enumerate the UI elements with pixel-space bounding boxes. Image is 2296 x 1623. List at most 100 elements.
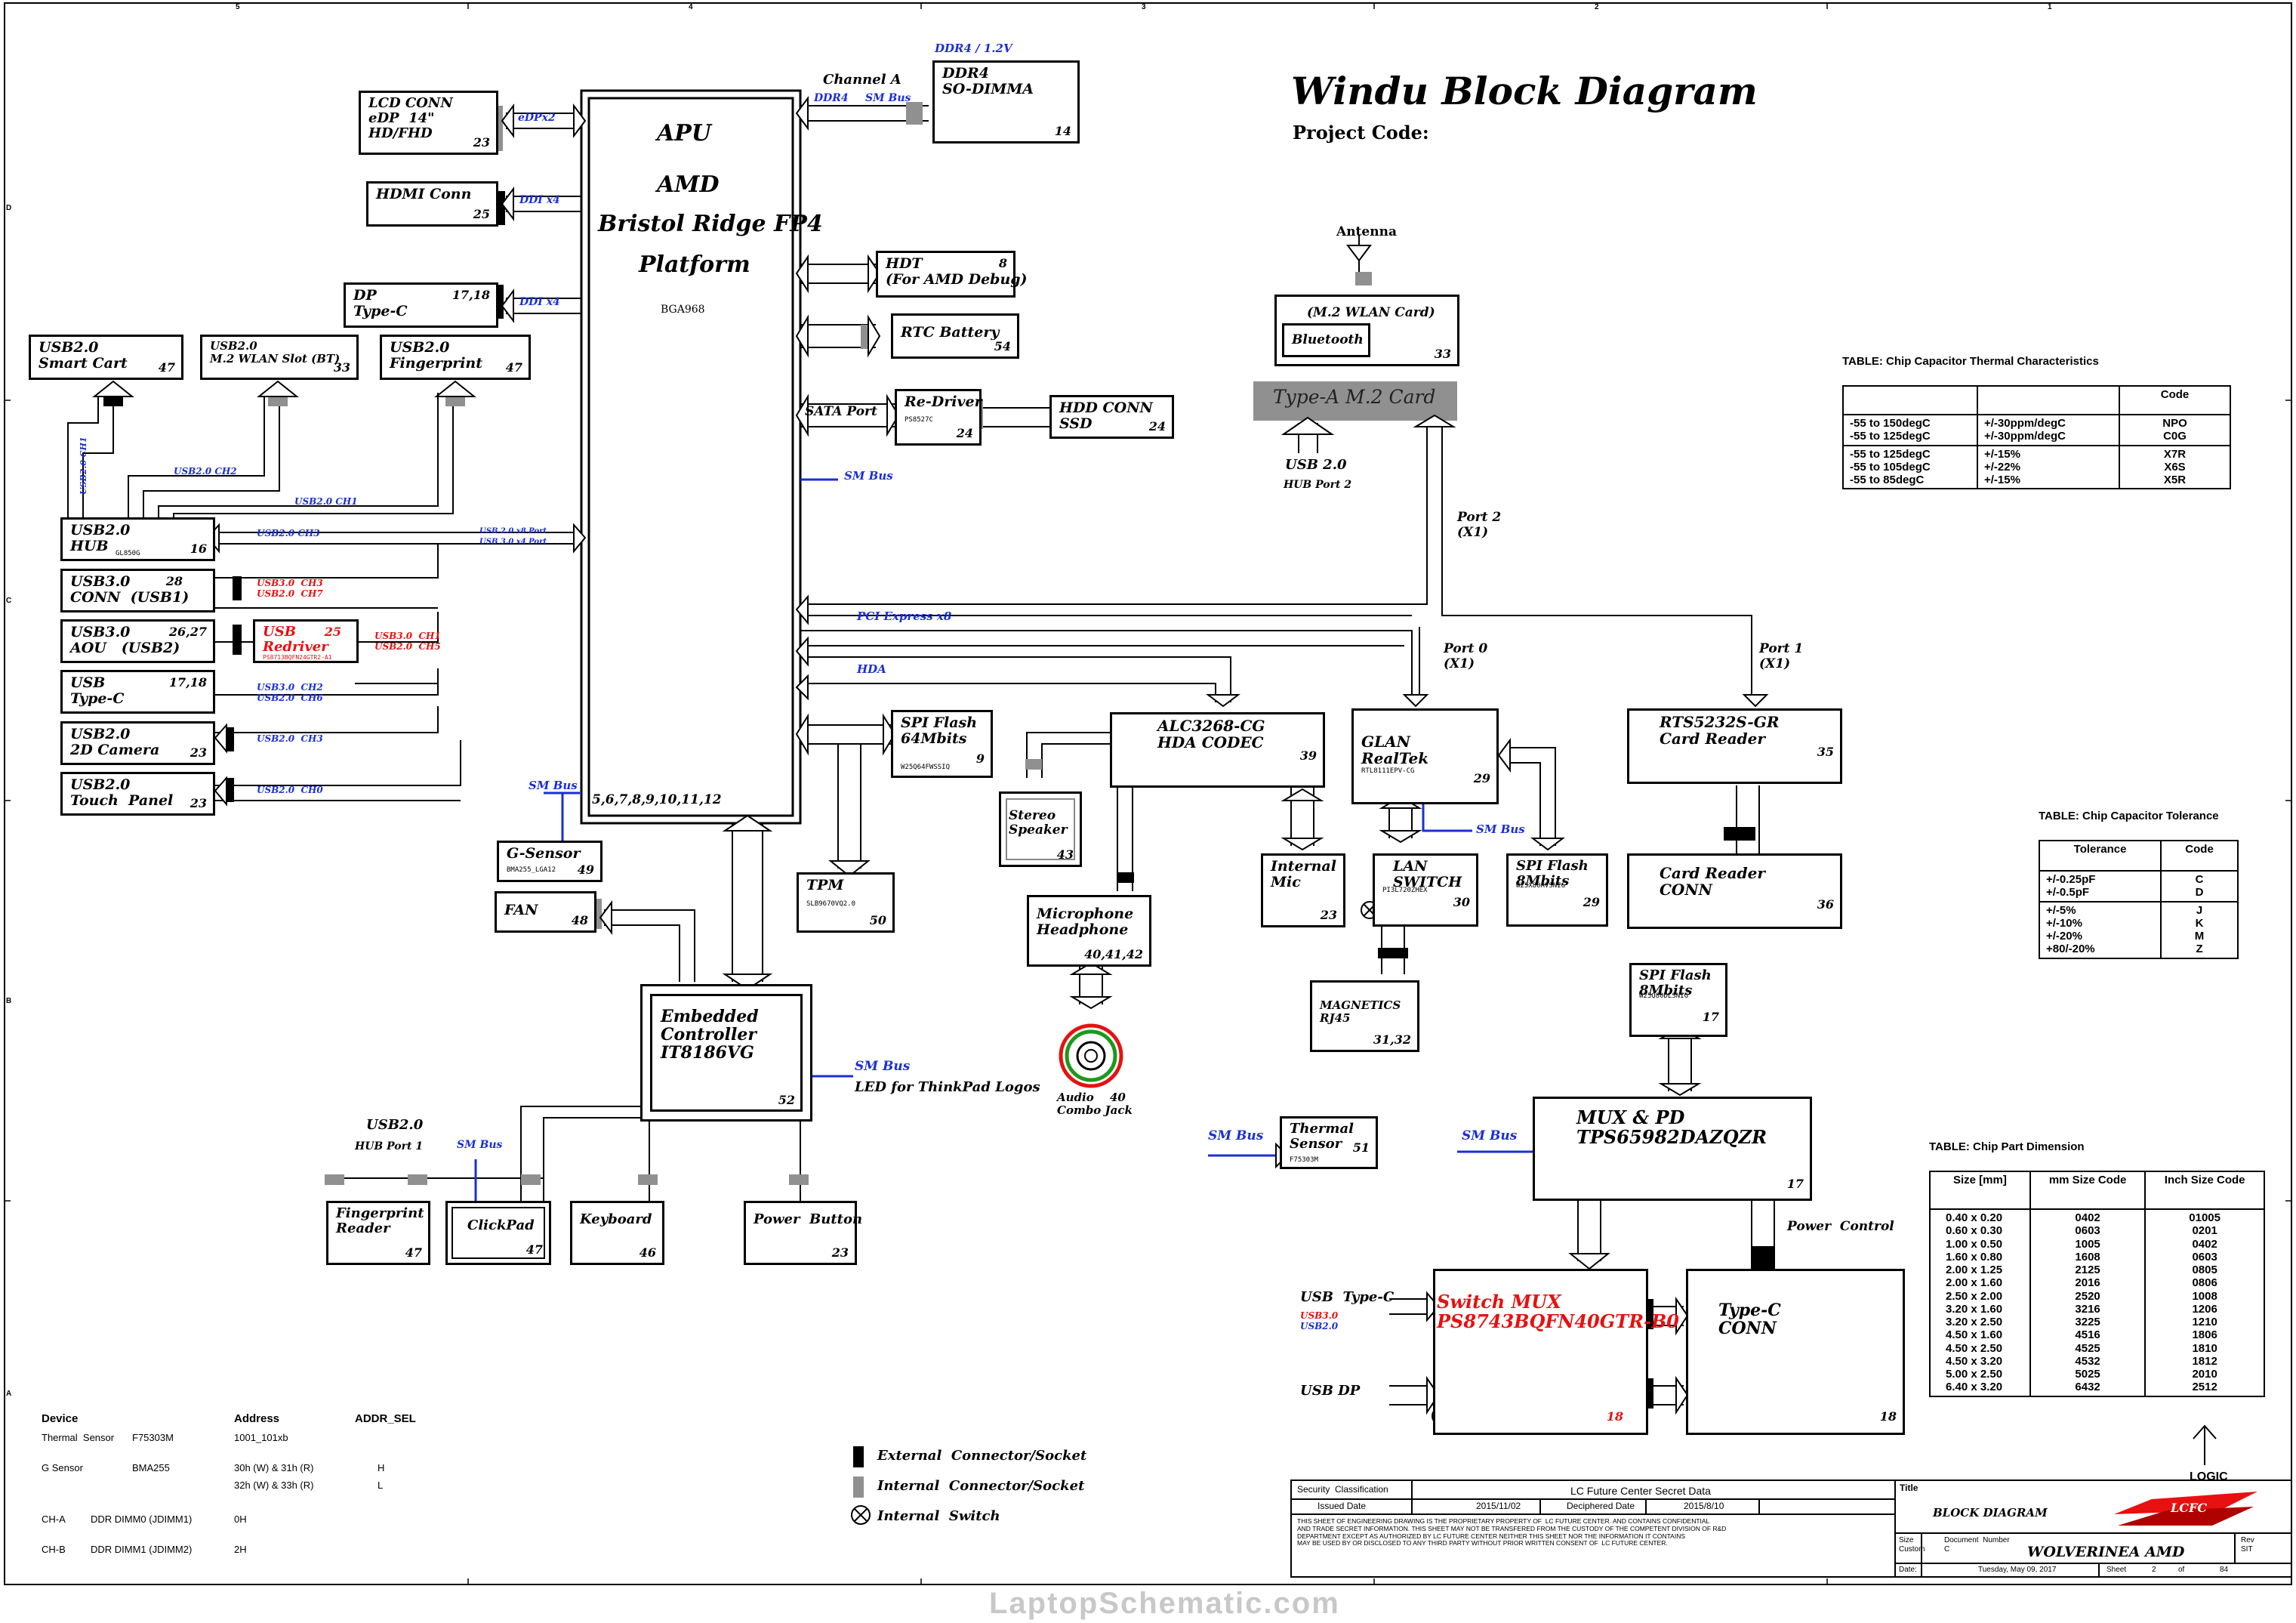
- legend-marks: [851, 1446, 871, 1525]
- redriver-part: PS8527C: [905, 416, 933, 424]
- redriver-box[interactable]: Re-Driver PS8527C 24: [895, 389, 982, 446]
- ec-box[interactable]: Embedded Controller IT8186VG 52: [640, 984, 812, 1122]
- hdmi-conn-name: HDMI Conn: [376, 186, 472, 202]
- logic-arrow-icon: [2193, 1424, 2217, 1465]
- usb-smartcard-page: 47: [158, 360, 175, 375]
- rtc-battery-box[interactable]: RTC Battery 54: [891, 313, 1019, 359]
- usb3-aou-page: 26,27: [168, 625, 207, 639]
- usb-fingerprint-box[interactable]: USB2.0 Fingerprint 47: [380, 335, 531, 380]
- lan-switch-box[interactable]: LAN SWITCH PI3L720ZHEX 30: [1373, 853, 1478, 927]
- thermal-sensor-box[interactable]: Thermal Sensor F75303M 51: [1280, 1116, 1378, 1169]
- tb-date-value: Tuesday, May 09, 2017: [1978, 1566, 2057, 1574]
- usb-touch-box[interactable]: USB2.0 Touch Panel 23: [60, 772, 215, 816]
- spi-flash-8a-box[interactable]: SPI Flash 8Mbits W25X80AVSNIG 29: [1506, 853, 1608, 927]
- tpm-page: 50: [869, 913, 886, 927]
- audio-codec-box[interactable]: ALC3268-CG HDA CODEC 39: [1110, 712, 1325, 788]
- frame-row-b: B: [6, 997, 12, 1005]
- tolerance-row0-c1: C D: [2160, 870, 2239, 903]
- thermal-smbus: SM Bus: [1208, 1128, 1264, 1143]
- tb-date-label: Date:: [1899, 1566, 1917, 1574]
- tb-issued-val: 2015/11/02: [1476, 1501, 1521, 1511]
- glan-smbus: SM Bus: [1476, 822, 1525, 836]
- tpm-part: SLB9670VQ2.0: [806, 900, 856, 908]
- rtc-battery-name: RTC Battery: [901, 324, 1000, 341]
- device-row3-c2: 0H: [234, 1513, 247, 1525]
- device-header-address: Address: [234, 1412, 280, 1425]
- spi-flash-64-name: SPI Flash 64Mbits: [901, 714, 978, 747]
- wlan-usb-label: USB 2.0: [1285, 457, 1347, 473]
- legend-external: External Connector/Socket: [877, 1448, 1087, 1464]
- gsensor-box[interactable]: G-Sensor BMA255_LGA12 49: [497, 841, 603, 882]
- card-reader-conn-box[interactable]: Card Reader CONN 36: [1627, 853, 1842, 929]
- fan-box[interactable]: FAN 48: [495, 891, 596, 933]
- gsensor-part: BMA255_LGA12: [507, 866, 556, 874]
- switch-usb-typec: USB Type-C: [1300, 1289, 1395, 1305]
- usb-smartcard-box[interactable]: USB2.0 Smart Cart 47: [29, 335, 183, 380]
- usb3-conn-box[interactable]: USB3.0 CONN (USB1) 28: [60, 569, 215, 612]
- spi-flash-8b-page: 17: [1702, 1010, 1719, 1024]
- device-header-device: Device: [42, 1412, 79, 1425]
- fingerprint-reader-box[interactable]: Fingerprint Reader 47: [326, 1201, 430, 1265]
- glan-box[interactable]: GLAN RealTek RTL8111EPV-CG 29: [1351, 708, 1499, 804]
- card-reader-conn-name: Card Reader CONN: [1660, 864, 1765, 899]
- hub-port1-label: HUB Port 1: [355, 1140, 424, 1152]
- hdt-box[interactable]: HDT (For AMD Debug) 8: [876, 251, 1028, 298]
- device-row3-c0: CH-A: [42, 1513, 66, 1525]
- speaker-box[interactable]: Stereo Speaker 43: [999, 791, 1082, 867]
- ch-u2-ch6: USB2.0 CH6: [257, 693, 323, 703]
- ec-led: LED for ThinkPad Logos: [855, 1079, 1040, 1095]
- audio-codec-page: 39: [1299, 748, 1317, 763]
- usb-wlan-slot-box[interactable]: USB2.0 M.2 WLAN Slot (BT) 33: [200, 335, 359, 380]
- clickpad-name: ClickPad: [467, 1217, 535, 1233]
- hdmi-conn-box[interactable]: HDMI Conn 25: [366, 181, 498, 227]
- ch-u3-ch2: USB3.0 CH2: [257, 682, 323, 693]
- tpm-box[interactable]: TPM SLB9670VQ2.0 50: [797, 872, 895, 933]
- ddr4-sodimm-box[interactable]: DDR4 SO-DIMMA 14: [932, 60, 1080, 143]
- internal-mic-name: Internal Mic: [1271, 858, 1336, 890]
- tb-secret: LC Future Center Secret Data: [1570, 1485, 1711, 1497]
- spi-flash-8b-box[interactable]: SPI Flash 8Mbits W25Q80DLSNIG 17: [1629, 963, 1727, 1037]
- usb3-conn-page: 28: [165, 574, 183, 588]
- thermal-row0-c1: +/-30ppm/degC +/-30ppm/degC: [1977, 414, 2120, 446]
- usb-typec-page: 17,18: [168, 675, 207, 690]
- mux-pd-box[interactable]: MUX & PD TPS65982DAZQZR 17: [1533, 1097, 1812, 1201]
- tb-rev: Rev SIT: [2241, 1536, 2254, 1554]
- usb-hub-box[interactable]: USB2.0 HUB GL850G 16: [60, 517, 215, 561]
- dimension-table-title: TABLE: Chip Part Dimension: [1929, 1140, 2085, 1153]
- typec-conn-box[interactable]: Type-C CONN 18: [1686, 1269, 1905, 1435]
- magnetics-box[interactable]: MAGNETICS RJ45 31,32: [1310, 980, 1419, 1052]
- frame-col-4: 4: [689, 3, 693, 11]
- dp-typec-box[interactable]: DP Type-C 17,18: [344, 282, 498, 328]
- mic-headphone-box[interactable]: Microphone Headphone 40,41,42: [1027, 895, 1151, 967]
- bluetooth-box[interactable]: Bluetooth: [1282, 323, 1370, 357]
- spi-flash-64-box[interactable]: SPI Flash 64Mbits W25Q64FWSSIQ 9: [891, 710, 993, 778]
- thermal-table-code-header: Code: [2119, 385, 2231, 415]
- tb-sheet-label: Sheet: [2106, 1566, 2127, 1574]
- magnetics-page: 31,32: [1373, 1032, 1411, 1047]
- glan-name: GLAN RealTek: [1361, 733, 1429, 767]
- device-row4-c2: 2H: [234, 1544, 247, 1555]
- logic-label: LOGIC: [2190, 1470, 2228, 1483]
- usb-camera-box[interactable]: USB2.0 2D Camera 23: [60, 721, 215, 765]
- gsensor-page: 49: [577, 862, 594, 877]
- dimension-sizes: 0.40 x 0.20 0.60 x 0.30 1.00 x 0.50 1.60…: [1929, 1208, 2031, 1397]
- lcd-conn-box[interactable]: LCD CONN eDP 14" HD/FHD 23: [359, 91, 498, 155]
- hdd-conn-box[interactable]: HDD CONN SSD 24: [1049, 395, 1174, 439]
- keyboard-box[interactable]: Keyboard 46: [570, 1201, 664, 1265]
- spi-flash-64-part: W25Q64FWSSIQ: [901, 764, 951, 771]
- power-control: Power Control: [1787, 1219, 1894, 1234]
- device-row2-c3: L: [378, 1480, 384, 1491]
- internal-mic-box[interactable]: Internal Mic 23: [1261, 853, 1345, 927]
- usb3-aou-box[interactable]: USB3.0 AOU (USB2) 26,27: [60, 619, 215, 663]
- watermark: LaptopSchematic.com: [989, 1587, 1340, 1620]
- usb-typec-box[interactable]: USB Type-C 17,18: [60, 670, 215, 714]
- usb-touch-page: 23: [190, 796, 207, 810]
- switch-mux-box[interactable]: Switch MUX PS8743BQFN40GTR-B0 18: [1433, 1269, 1679, 1435]
- project-code: Project Code:: [1293, 122, 1429, 143]
- clickpad-box[interactable]: ClickPad 47: [445, 1201, 551, 1265]
- rts-card-reader-box[interactable]: RTS5232S-GR Card Reader 35: [1627, 708, 1842, 784]
- lcfc-logo-icon: [2114, 1484, 2257, 1528]
- power-button-box[interactable]: Power Button 23: [744, 1201, 862, 1265]
- usb-redriver-box[interactable]: USB Redriver 25 PS8713BQFN24GTR2-A1: [253, 619, 359, 663]
